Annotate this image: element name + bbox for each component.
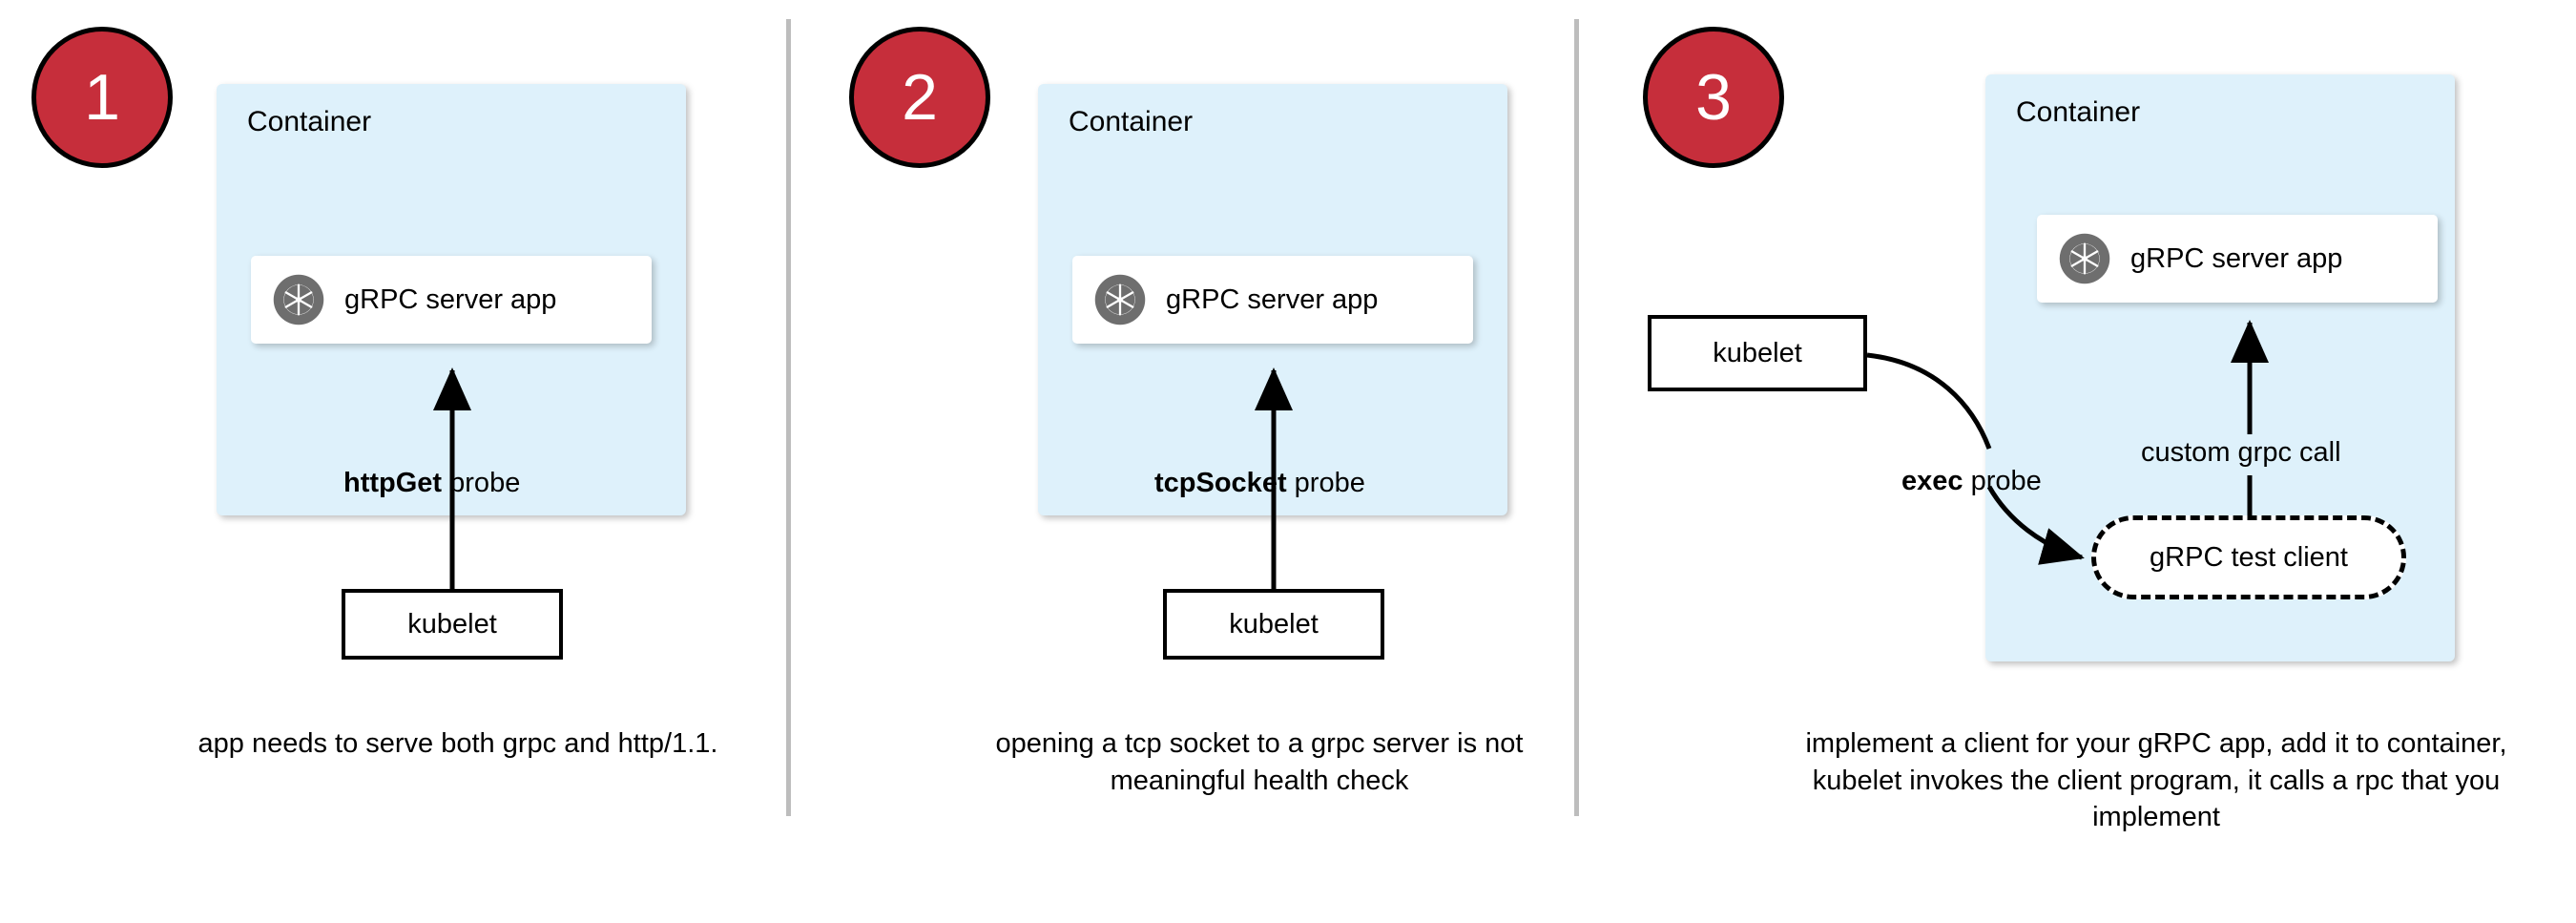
probe-type-2: tcpSocket xyxy=(1154,468,1287,498)
container-label-1: Container xyxy=(247,106,372,137)
panel-caption-1: app needs to serve both grpc and http/1.… xyxy=(197,728,718,759)
step-badge-2-number: 2 xyxy=(902,61,938,134)
container-label-3: Container xyxy=(2016,96,2141,128)
container-label-2: Container xyxy=(1069,106,1194,137)
panel-divider-1 xyxy=(786,19,791,816)
grpc-aperture-icon xyxy=(272,273,325,326)
grpc-test-client-node: gRPC test client xyxy=(2091,515,2406,599)
grpc-server-app-label-1: gRPC server app xyxy=(344,283,557,315)
panel-caption-3: implement a client for your gRPC app, ad… xyxy=(1805,728,2507,833)
custom-grpc-call-label: custom grpc call xyxy=(2141,437,2341,468)
panel-caption-2: opening a tcp socket to a grpc server is… xyxy=(995,728,1524,796)
grpc-test-client-label: gRPC test client xyxy=(2150,541,2348,573)
probe-suffix-3: probe xyxy=(1963,466,2042,496)
probe-type-1: httpGet xyxy=(343,468,443,498)
step-badge-1: 1 xyxy=(31,27,173,168)
step-badge-3: 3 xyxy=(1643,27,1784,168)
grpc-server-app-label-2: gRPC server app xyxy=(1166,283,1379,315)
grpc-server-app-label-3: gRPC server app xyxy=(2130,242,2343,274)
probe-label-2: tcpSocket probe xyxy=(1154,470,1365,497)
step-badge-3-number: 3 xyxy=(1695,61,1732,134)
grpc-server-app-card-2: gRPC server app xyxy=(1072,256,1473,344)
probe-label-1: httpGet probe xyxy=(343,470,520,497)
grpc-server-app-card-3: gRPC server app xyxy=(2037,215,2438,303)
kubelet-label-3: kubelet xyxy=(1713,337,1802,368)
step-badge-1-number: 1 xyxy=(84,61,120,134)
grpc-server-app-card-1: gRPC server app xyxy=(251,256,652,344)
step-badge-2: 2 xyxy=(849,27,990,168)
probe-suffix-1: probe xyxy=(442,468,521,498)
kubelet-label-1: kubelet xyxy=(407,608,497,640)
probe-suffix-2: probe xyxy=(1286,468,1365,498)
kubelet-label-2: kubelet xyxy=(1229,608,1319,640)
kubelet-box-3: kubelet xyxy=(1648,315,1867,391)
panel-divider-2 xyxy=(1574,19,1579,816)
kubelet-box-1: kubelet xyxy=(342,589,563,660)
kubelet-box-2: kubelet xyxy=(1163,589,1384,660)
probe-type-3: exec xyxy=(1901,466,1963,496)
grpc-aperture-icon xyxy=(1093,273,1147,326)
grpc-aperture-icon xyxy=(2058,232,2111,285)
probe-label-3: exec probe xyxy=(1901,468,2042,495)
